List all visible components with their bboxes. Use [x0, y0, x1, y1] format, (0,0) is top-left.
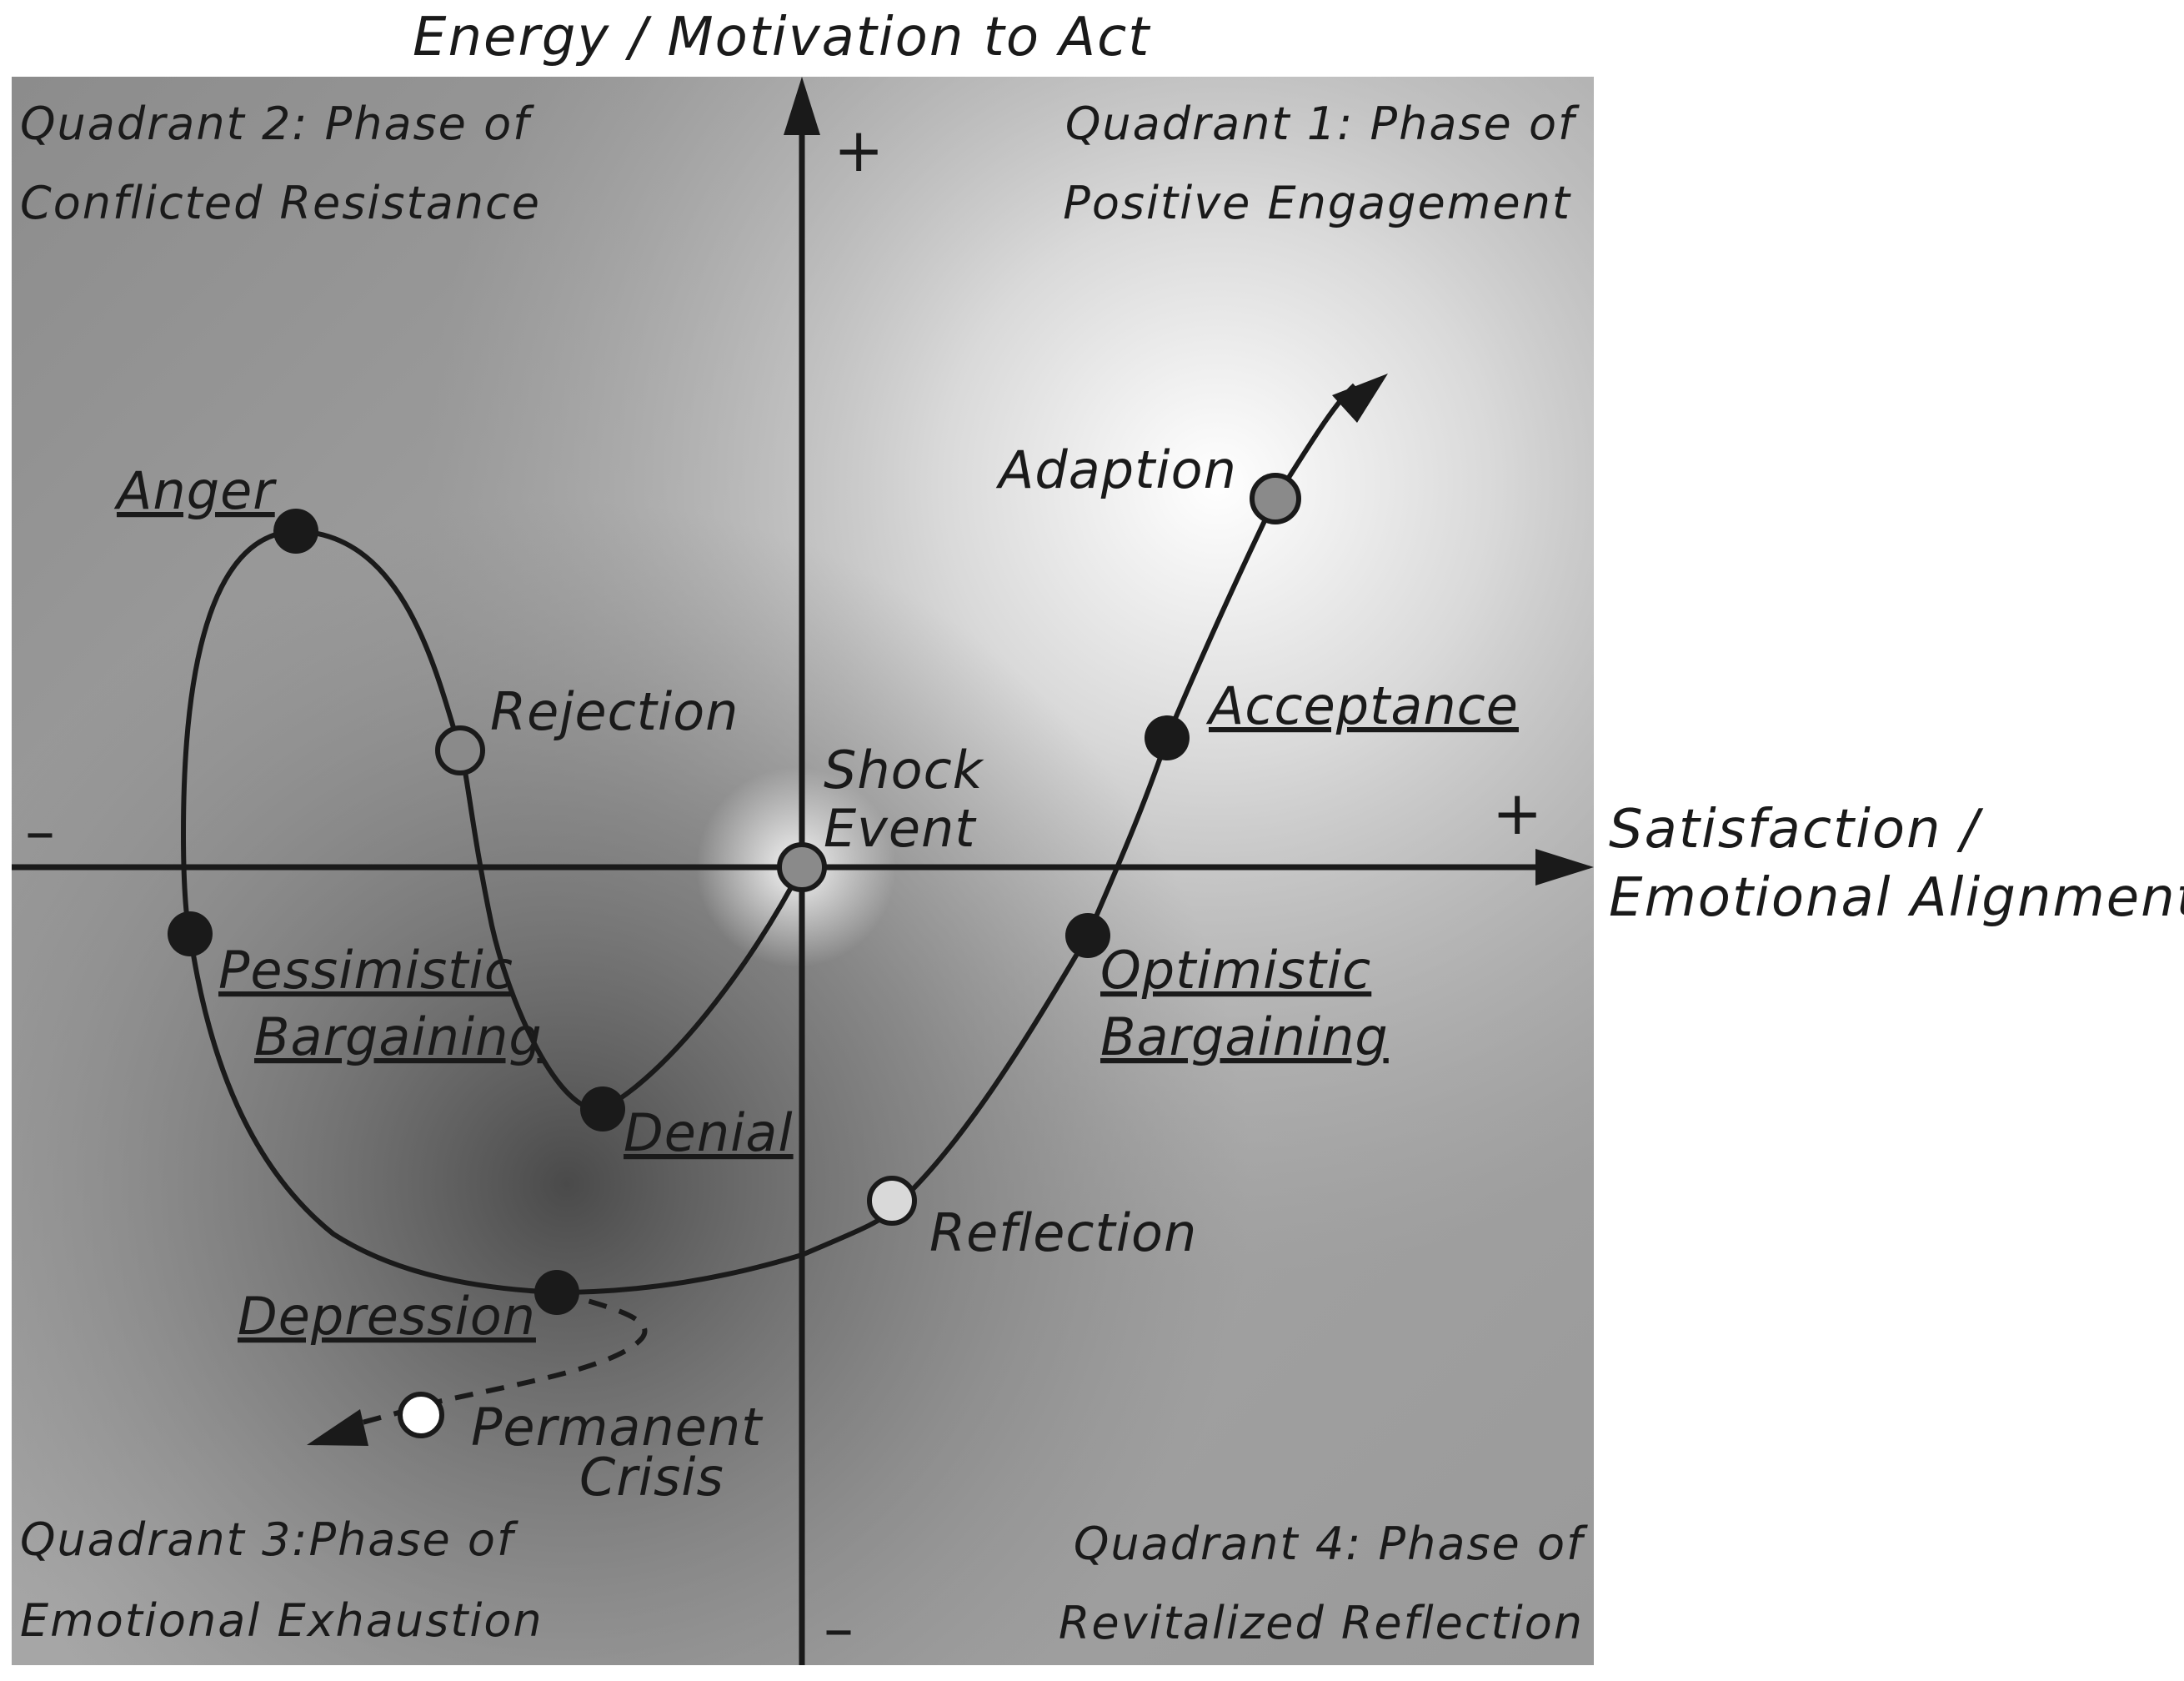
x-axis-arrow-icon	[1535, 849, 1594, 886]
permanent-crisis-arrow-icon	[307, 1409, 368, 1446]
permanent-crisis-marker	[398, 1392, 444, 1438]
stage-markers	[168, 473, 1301, 1438]
reflection-label: Reflection	[929, 1202, 1197, 1263]
x-axis-title-line1: Satisfaction /	[1609, 799, 1984, 861]
quadrant2-line2: Conflicted Resistance	[20, 177, 541, 229]
pessimistic-label-line1: Pessimistic	[218, 940, 513, 1001]
shock-event-marker	[777, 842, 827, 892]
denial-marker	[580, 1086, 625, 1132]
denial-label: Denial	[624, 1102, 794, 1163]
adaption-marker	[1250, 473, 1301, 524]
y-axis-arrow-icon	[784, 77, 820, 135]
acceptance-label: Acceptance	[1205, 675, 1519, 736]
curve-end-arrow-icon	[1332, 374, 1388, 423]
acceptance-marker	[1145, 715, 1190, 760]
optimistic-label-line2: Bargaining	[1100, 1006, 1389, 1067]
depression-marker	[534, 1270, 579, 1315]
pessimistic-bargaining-marker	[168, 911, 213, 956]
depression-label: Depression	[238, 1286, 536, 1347]
shock-label-line2: Event	[824, 798, 977, 859]
quadrant2-line1: Quadrant 2: Phase of	[20, 98, 534, 150]
change-curve	[180, 383, 1357, 1296]
anger-marker	[273, 509, 318, 554]
y-axis-title: Energy / Motivation to Act	[413, 7, 1151, 68]
permanent-crisis-branch	[349, 1290, 648, 1428]
anger-label: Anger	[113, 460, 277, 521]
x-minus-sign: –	[25, 796, 55, 866]
optimistic-label-line1: Optimistic	[1100, 940, 1371, 1001]
quadrant1-line2: Positive Engagement	[1063, 177, 1571, 229]
permanent-crisis-label-line1: Permanent	[471, 1397, 764, 1458]
quadrant4-line2: Revitalized Reflection	[1059, 1597, 1584, 1649]
x-plus-sign: +	[1492, 778, 1542, 848]
y-minus-sign: –	[824, 1593, 854, 1663]
pessimistic-label-line2: Bargaining	[254, 1006, 543, 1067]
quadrant3-line2: Emotional Exhaustion	[20, 1594, 543, 1647]
quadrant3-line1: Quadrant 3:Phase of	[20, 1513, 518, 1566]
adaption-label: Adaption	[995, 439, 1237, 500]
x-axis-title-line2: Emotional Alignment	[1609, 867, 2184, 929]
shock-label-line1: Shock	[824, 740, 984, 800]
permanent-crisis-label-line2: Crisis	[579, 1447, 724, 1508]
quadrant4-line1: Quadrant 4: Phase of	[1074, 1518, 1588, 1570]
quadrant1-line1: Quadrant 1: Phase of	[1065, 98, 1580, 150]
rejection-marker	[435, 725, 485, 775]
rejection-label: Rejection	[490, 681, 739, 742]
optimistic-bargaining-marker	[1065, 913, 1110, 958]
y-plus-sign: +	[834, 115, 884, 185]
reflection-marker	[867, 1176, 917, 1226]
